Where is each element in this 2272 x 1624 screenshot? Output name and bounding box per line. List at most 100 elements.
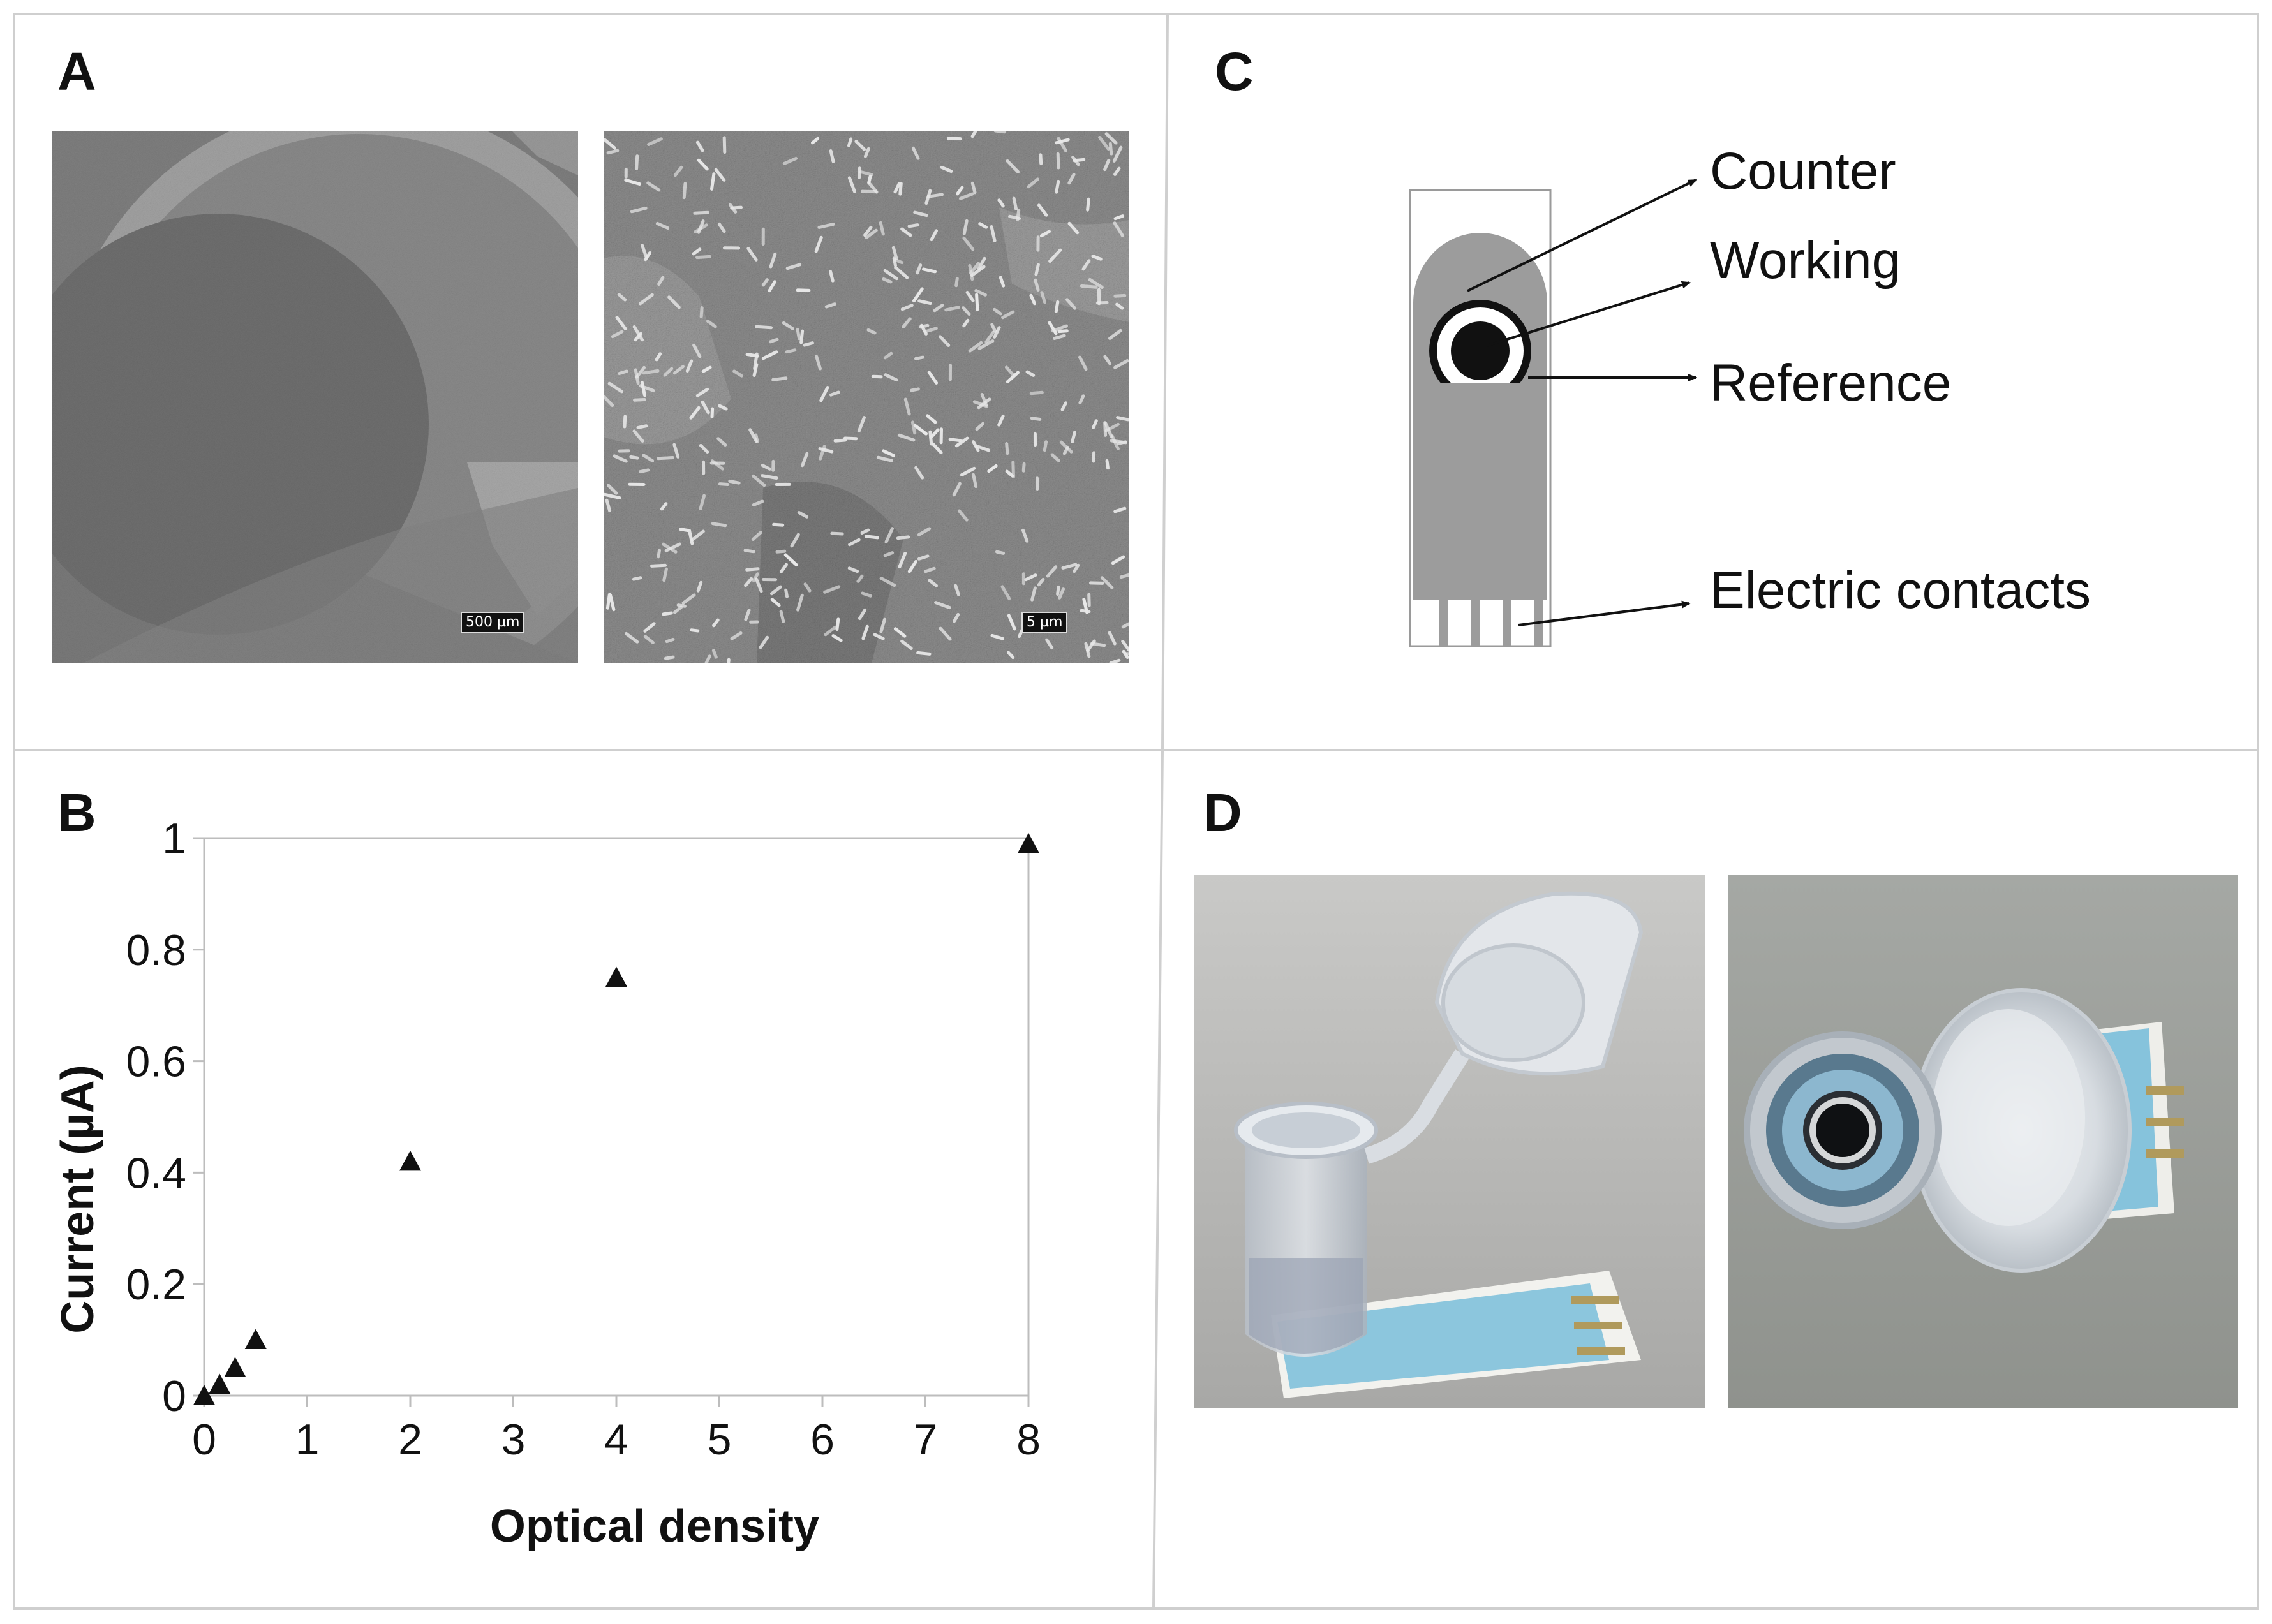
label-electric-contacts: Electric contacts — [1710, 561, 2091, 619]
bacterium-mark — [665, 638, 675, 644]
bacterium-mark — [606, 149, 620, 155]
bacterium-mark — [867, 181, 879, 194]
bacterium-mark — [639, 293, 654, 306]
bacterium-mark — [902, 317, 912, 328]
bacterium-mark — [1078, 355, 1088, 371]
bacterium-mark — [848, 538, 861, 547]
label-reference: Reference — [1710, 354, 1952, 412]
bacterium-mark — [978, 222, 988, 229]
bacterium-mark — [916, 651, 932, 656]
bacterium-mark — [632, 429, 644, 443]
bacterium-mark — [695, 255, 711, 260]
bacterium-mark — [917, 299, 932, 306]
bacterium-mark — [1037, 203, 1048, 217]
bacterium-mark — [636, 424, 648, 429]
bacterium-mark — [1057, 137, 1067, 152]
bacterium-mark — [783, 553, 798, 567]
bacterium-mark — [972, 440, 980, 452]
bacterium-mark — [861, 189, 878, 194]
bacterium-mark — [944, 306, 961, 312]
bacterium-mark — [689, 406, 701, 420]
bacterium-mark — [617, 293, 627, 302]
bacterium-mark — [1025, 370, 1036, 377]
bacterium-mark — [625, 631, 639, 644]
data-point-triangle — [193, 1385, 215, 1405]
bacterium-mark — [1103, 158, 1111, 172]
bacterium-mark — [993, 326, 1001, 339]
y-axis-label: Current (µA) — [52, 1065, 103, 1333]
bacterium-mark — [718, 404, 728, 411]
bacterium-mark — [1067, 173, 1076, 185]
bacterium-mark — [624, 178, 641, 186]
bacterium-mark — [1007, 614, 1016, 631]
bacterium-mark — [829, 270, 835, 283]
x-tick-label: 0 — [192, 1415, 216, 1464]
bacterium-mark — [1073, 563, 1080, 573]
bacterium-mark — [977, 256, 986, 270]
bacterium-mark — [892, 256, 897, 267]
bacterium-mark — [913, 424, 928, 436]
photo-sensor-side-view — [1194, 875, 1705, 1408]
bacterium-mark — [1050, 453, 1060, 462]
bacterium-mark — [650, 563, 667, 568]
bacterium-mark — [903, 397, 911, 416]
bacterium-mark — [867, 174, 872, 184]
bacterium-mark — [954, 277, 959, 288]
bacterium-mark — [1090, 642, 1106, 647]
bacterium-mark — [673, 165, 683, 177]
bacterium-mark — [660, 502, 668, 511]
bacterium-mark — [883, 351, 893, 360]
bacterium-mark — [1104, 422, 1120, 432]
panel-a-letter: A — [57, 41, 96, 101]
bacterium-mark — [940, 165, 953, 173]
bacterium-mark — [722, 136, 727, 154]
bacterium-mark — [604, 395, 614, 407]
bacterium-mark — [896, 535, 910, 540]
bacterium-mark — [755, 325, 773, 330]
data-point-triangle — [605, 966, 627, 987]
bacterium-mark — [657, 456, 674, 461]
bacterium-mark — [790, 533, 800, 548]
bacterium-mark — [746, 247, 758, 262]
contact-pin — [1471, 596, 1480, 646]
bacterium-mark — [859, 170, 873, 177]
bacterium-mark — [900, 304, 914, 311]
y-tick-label: 1 — [162, 815, 186, 863]
bacterium-mark — [796, 593, 804, 612]
data-point-triangle — [224, 1357, 246, 1377]
bacterium-mark — [912, 287, 924, 303]
plot-area-border — [203, 837, 1030, 1397]
bacterium-mark — [662, 542, 678, 554]
bacterium-mark — [861, 591, 872, 598]
bacterium-mark — [939, 626, 952, 641]
bacterium-mark — [962, 236, 975, 251]
bacterium-mark — [977, 339, 995, 350]
bacterium-mark — [609, 593, 616, 612]
bacterium-mark — [803, 582, 812, 593]
contact-pin — [1503, 596, 1511, 646]
bacterium-mark — [843, 436, 858, 441]
bacterium-mark — [640, 380, 646, 397]
bacterium-mark — [917, 554, 930, 561]
contact-pin — [1439, 596, 1448, 646]
bacterium-mark — [681, 593, 696, 605]
bacterium-mark — [984, 330, 995, 344]
bacterium-mark — [1030, 417, 1042, 421]
bacterium-mark — [1116, 416, 1129, 422]
bacterium-mark — [919, 323, 928, 336]
bacterium-mark — [730, 631, 743, 640]
bacterium-mark — [647, 137, 663, 146]
bacterium-mark — [701, 365, 712, 373]
bacterium-mark — [933, 304, 944, 313]
panel-d-letter: D — [1203, 783, 1242, 843]
bacterium-mark — [897, 433, 916, 442]
bacterium-mark — [611, 330, 624, 339]
bacterium-mark — [604, 492, 621, 499]
electrode-diagram — [1409, 179, 1697, 647]
bacterium-mark — [769, 337, 779, 344]
bacterium-mark — [1105, 459, 1110, 470]
bacterium-mark — [970, 265, 986, 277]
bacterium-mark — [1112, 145, 1123, 163]
bacterium-mark — [972, 400, 989, 408]
bacterium-mark — [699, 443, 709, 454]
